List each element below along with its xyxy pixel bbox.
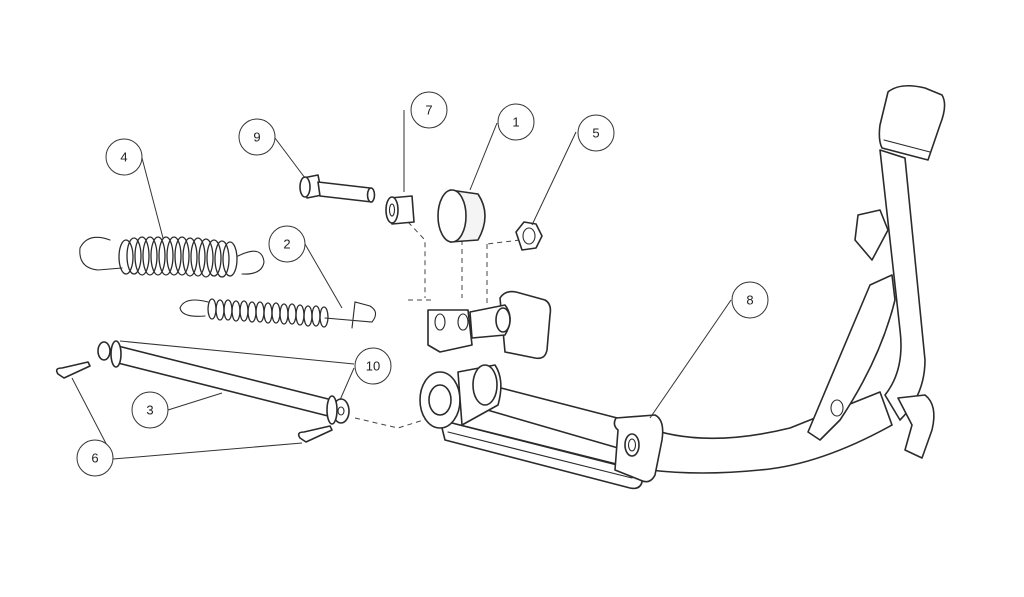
callout-5: 5 <box>577 114 615 152</box>
spacer-sleeve-icon <box>385 195 415 225</box>
rubber-bushing-icon <box>437 189 486 243</box>
callout-4: 4 <box>105 138 143 176</box>
svg-text:9: 9 <box>253 130 260 145</box>
svg-text:3: 3 <box>146 403 153 418</box>
flange-bolt-icon <box>299 174 376 203</box>
svg-text:1: 1 <box>512 115 519 130</box>
svg-text:4: 4 <box>120 150 127 165</box>
svg-text:10: 10 <box>366 359 380 374</box>
svg-text:6: 6 <box>91 451 98 466</box>
assembly-guide-lines <box>354 221 521 429</box>
svg-text:2: 2 <box>283 237 290 252</box>
hex-nut-icon <box>515 221 543 251</box>
callout-7: 7 <box>410 91 448 129</box>
washer-icon <box>110 340 338 425</box>
callout-1: 1 <box>497 103 535 141</box>
svg-text:7: 7 <box>425 103 432 118</box>
leader-lines <box>71 110 732 460</box>
callout-2: 2 <box>268 225 306 263</box>
callout-3: 3 <box>131 391 169 429</box>
callout-9: 9 <box>238 118 276 156</box>
large-spring-icon <box>79 236 265 278</box>
cotter-pin-icon <box>55 361 333 443</box>
center-stand-icon <box>419 84 946 490</box>
small-spring-icon <box>179 298 377 329</box>
callout-10: 10 <box>354 347 392 385</box>
callout-6: 6 <box>76 439 114 477</box>
svg-text:5: 5 <box>592 126 599 141</box>
callout-8: 8 <box>731 281 769 319</box>
svg-text:8: 8 <box>746 293 753 308</box>
